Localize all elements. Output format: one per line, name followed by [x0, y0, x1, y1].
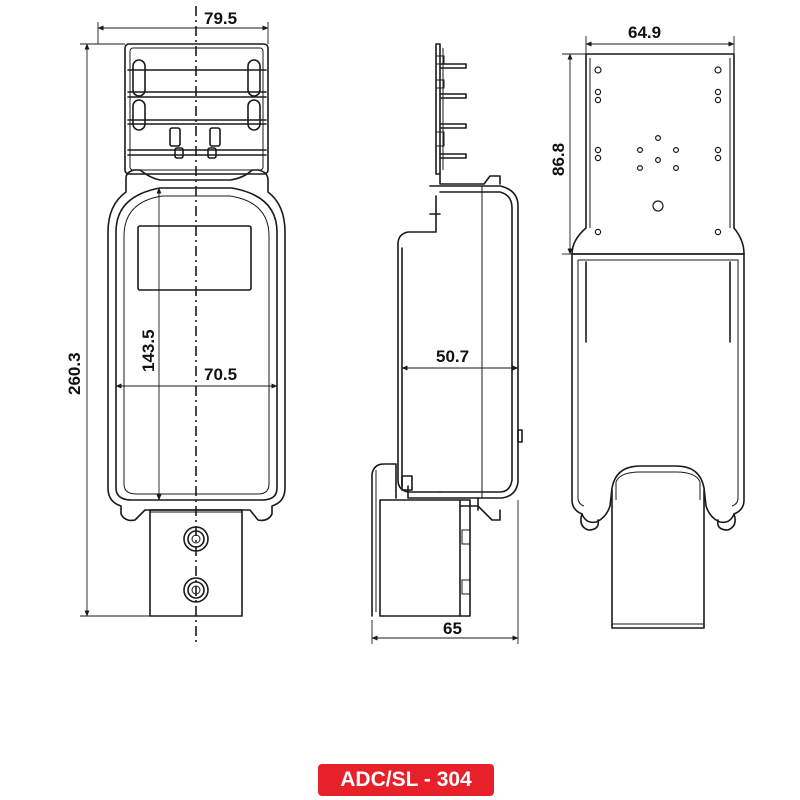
dim-side-bottom-width: 65 — [443, 619, 462, 638]
dim-bracket-width: 64.9 — [628, 23, 661, 42]
dim-body-height: 143.5 — [139, 329, 158, 372]
front-dimensions: 79.5 260.3 143.5 70.5 — [65, 9, 278, 617]
side-dimensions: 50.7 65 — [371, 347, 519, 644]
dim-overall-height: 260.3 — [65, 352, 84, 395]
dim-body-width: 70.5 — [204, 365, 237, 384]
side-view — [371, 43, 523, 617]
rear-view — [571, 53, 745, 629]
dim-bracket-height: 86.8 — [549, 143, 568, 176]
model-label: ADC/SL - 304 — [318, 764, 494, 796]
rear-dimensions: 64.9 86.8 — [549, 23, 735, 255]
dim-front-top-width: 79.5 — [204, 9, 237, 28]
dim-side-depth: 50.7 — [436, 347, 469, 366]
front-view — [107, 6, 286, 642]
